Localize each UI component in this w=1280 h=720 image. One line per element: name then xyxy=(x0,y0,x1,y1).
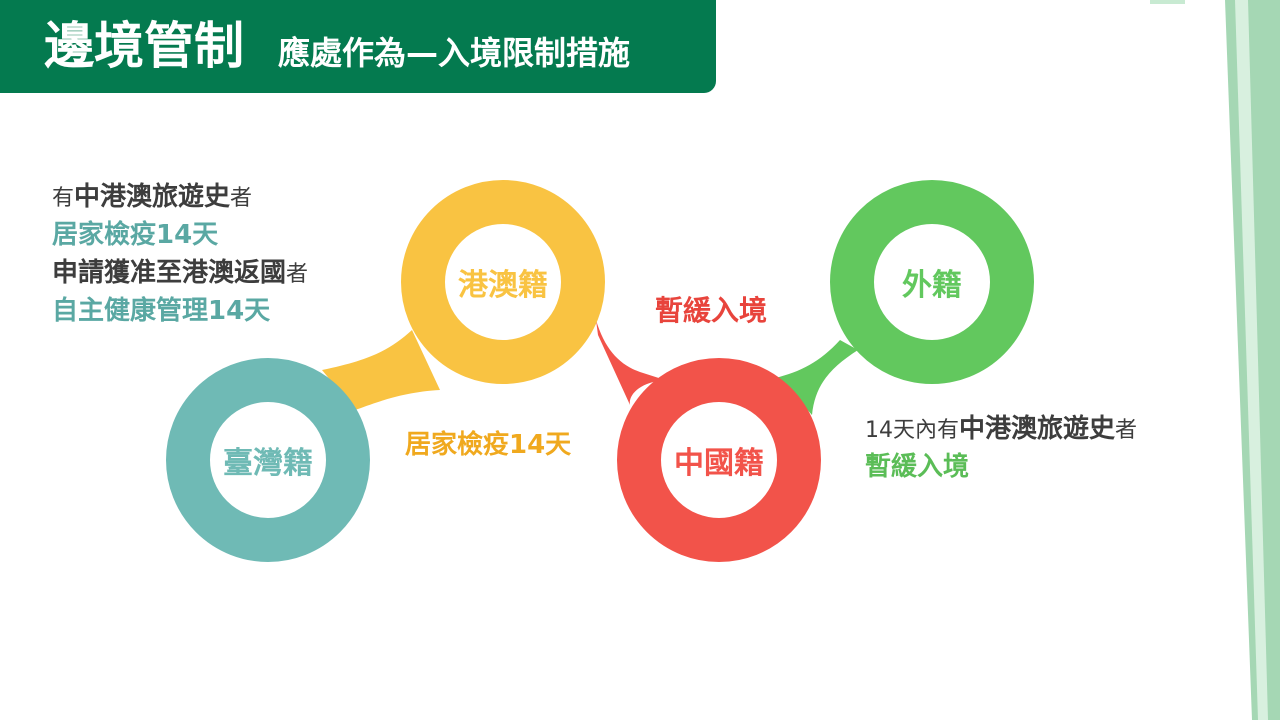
top-note: 暫緩入境 xyxy=(655,294,768,327)
node-taiwan-label: 臺灣籍 xyxy=(223,446,313,481)
left-note-line1-suffix: 者 xyxy=(230,186,253,211)
left-note-line1-prefix: 有 xyxy=(52,186,75,211)
left-note: 有中港澳旅遊史者 居家檢疫14天 申請獲准至港澳返國者 自主健康管理14天 xyxy=(52,178,308,330)
left-note-line3-main: 申請獲准至港澳返國 xyxy=(52,258,287,288)
taiwan-ring xyxy=(166,358,370,562)
connector-taiwan-hkmo xyxy=(322,330,440,410)
connector-hkmo-china xyxy=(596,320,665,405)
china-ring xyxy=(617,358,821,562)
center-note: 居家檢疫14天 xyxy=(405,430,572,460)
page-title: 邊境管制 xyxy=(44,17,244,75)
right-note-line2: 暫緩入境 xyxy=(865,452,970,482)
hkmo-ring xyxy=(401,180,605,384)
header-bar: 邊境管制 應處作為—入境限制措施 xyxy=(0,0,716,93)
right-note-line1-suffix: 者 xyxy=(1115,418,1138,443)
right-note-line1-main: 中港澳旅遊史 xyxy=(959,414,1116,444)
node-hkmo-label: 港澳籍 xyxy=(458,268,548,303)
page-subtitle: 應處作為—入境限制措施 xyxy=(278,34,631,72)
left-note-line4: 自主健康管理14天 xyxy=(52,296,271,326)
foreign-ring xyxy=(830,180,1034,384)
left-note-line1-main: 中港澳旅遊史 xyxy=(74,182,231,212)
node-china-label: 中國籍 xyxy=(674,446,764,481)
node-foreign-label: 外籍 xyxy=(902,268,962,303)
left-note-line2: 居家檢疫14天 xyxy=(52,220,219,250)
right-note: 14天內有中港澳旅遊史者 暫緩入境 xyxy=(865,410,1137,486)
right-note-line1-prefix: 14天內有 xyxy=(865,418,959,443)
left-note-line3-suffix: 者 xyxy=(286,262,309,287)
